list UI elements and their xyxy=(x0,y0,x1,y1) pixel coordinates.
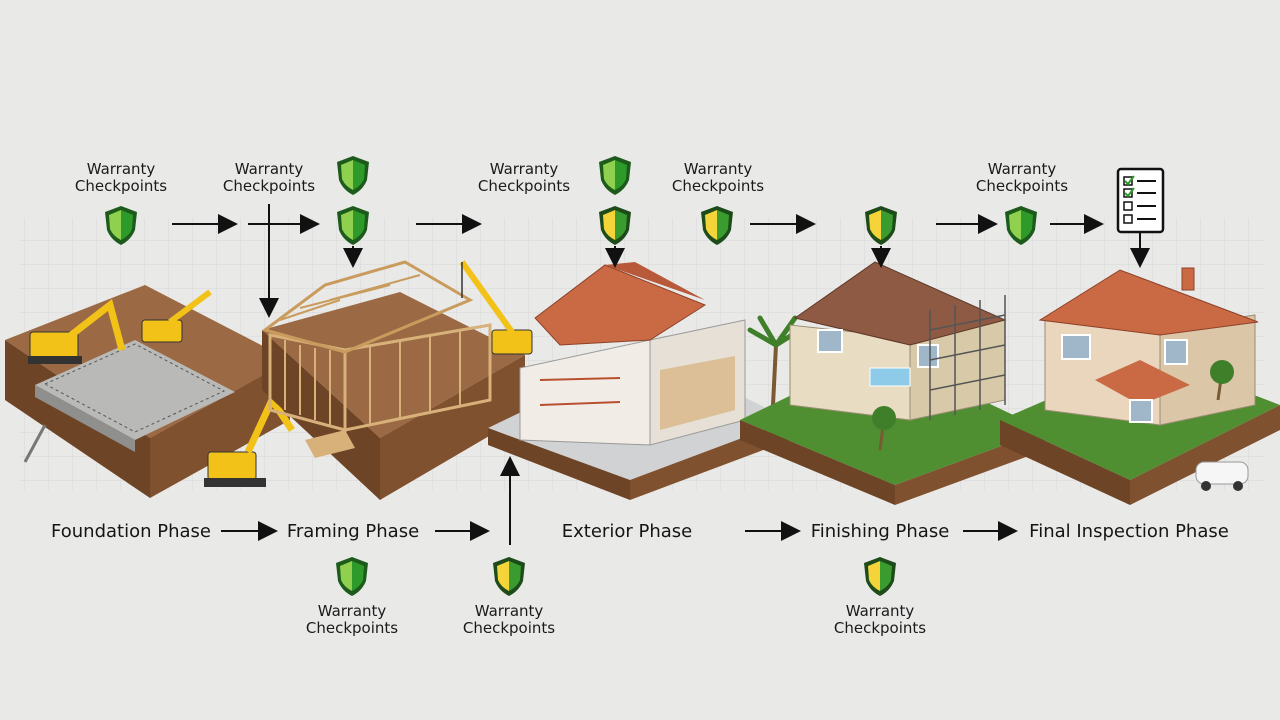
phase-label-framing: Framing Phase xyxy=(286,521,420,542)
shield-green-icon xyxy=(337,156,369,195)
framing-site xyxy=(261,260,533,500)
final-inspection-site xyxy=(1000,267,1280,505)
arrow-down-icon xyxy=(259,204,1150,318)
shield-yellow-icon xyxy=(864,557,896,596)
foundation-site xyxy=(5,285,295,498)
phase-label-exterior: Exterior Phase xyxy=(561,521,693,542)
phase-label-foundation: Foundation Phase xyxy=(51,521,211,542)
phase-label-final-inspection: Final Inspection Phase xyxy=(1029,521,1229,542)
shield-green-icon xyxy=(599,156,631,195)
finishing-site xyxy=(740,261,1045,505)
shield-yellow-icon xyxy=(493,557,525,596)
shield-green-icon xyxy=(336,557,368,596)
checklist-icon xyxy=(1116,167,1165,234)
phase-label-finishing: Finishing Phase xyxy=(810,521,950,542)
exterior-site xyxy=(488,262,803,500)
